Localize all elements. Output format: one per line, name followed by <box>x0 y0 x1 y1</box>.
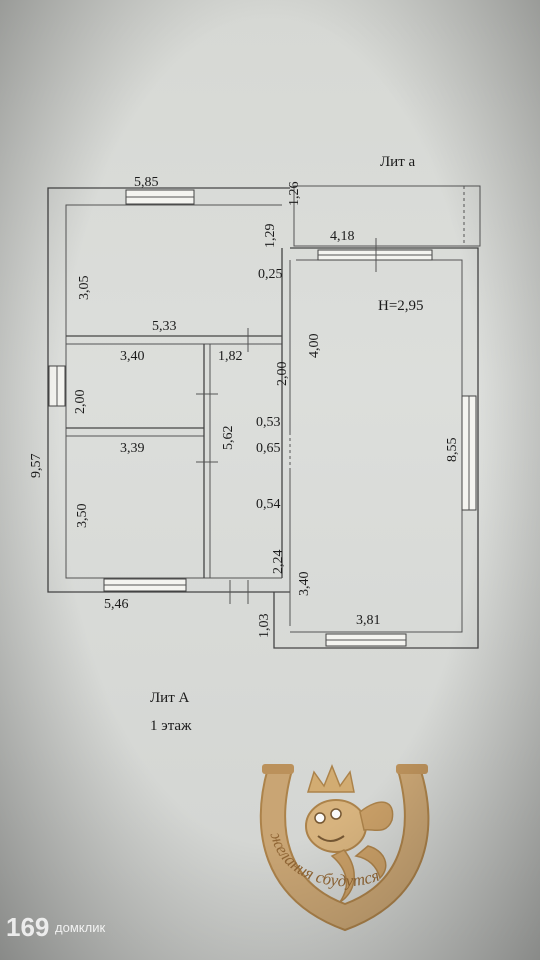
dim-room1-depth: 1,29 <box>263 224 278 249</box>
dim-gap-054: 0,54 <box>256 497 281 512</box>
dim-bottom-right: 3,81 <box>356 613 381 628</box>
dim-room3-depth: 3,50 <box>75 504 90 529</box>
left-block-outer-wall <box>47 187 290 593</box>
big-room-outer-wall <box>273 247 479 649</box>
dim-step: 1,03 <box>257 614 272 639</box>
dim-total-left: 9,57 <box>29 454 44 479</box>
label-lit-a-big: Лит А <box>150 690 190 706</box>
dim-room1-left: 3,05 <box>77 276 92 301</box>
watermark-brand: домклик <box>55 920 106 935</box>
dim-hall-width: 1,82 <box>218 349 243 364</box>
dim-room3-width: 3,39 <box>120 441 145 456</box>
label-lit-a-small: Лит а <box>380 154 416 170</box>
dim-wall-025: 0,25 <box>258 267 283 282</box>
big-room-inner-wall <box>290 259 463 633</box>
dim-gap-065: 0,65 <box>256 441 281 456</box>
dim-room2-width: 3,40 <box>120 349 145 364</box>
goldfish-icon <box>305 799 394 903</box>
dim-hall-upper: 2,00 <box>275 362 290 387</box>
horseshoe-logo: желания сбудутся <box>259 763 430 932</box>
dim-top-outer: 5,85 <box>134 175 159 190</box>
dim-big-upper: 4,00 <box>307 334 322 359</box>
dim-room1-width: 5,33 <box>152 319 177 334</box>
dim-porch-width: 4,18 <box>330 229 355 244</box>
watermark-number: 169 <box>6 912 50 942</box>
dim-big-lower: 3,40 <box>297 572 312 597</box>
dim-hall-length: 5,62 <box>221 426 236 451</box>
dim-big-right: 8,55 <box>445 438 460 463</box>
dim-porch-depth: 1,26 <box>287 182 302 207</box>
label-ceiling-height: Н=2,95 <box>378 298 424 314</box>
watermark: 169 домклик <box>6 912 105 943</box>
label-floor: 1 этаж <box>150 718 192 734</box>
crown-icon <box>306 763 355 793</box>
left-block-inner-wall <box>65 204 282 579</box>
dim-gap-053: 0,53 <box>256 415 281 430</box>
dim-bottom-left: 5,46 <box>104 597 129 612</box>
porch-outline <box>293 185 481 247</box>
dim-room2-depth: 2,00 <box>73 390 88 415</box>
dim-hall-lower: 2,24 <box>271 550 286 575</box>
